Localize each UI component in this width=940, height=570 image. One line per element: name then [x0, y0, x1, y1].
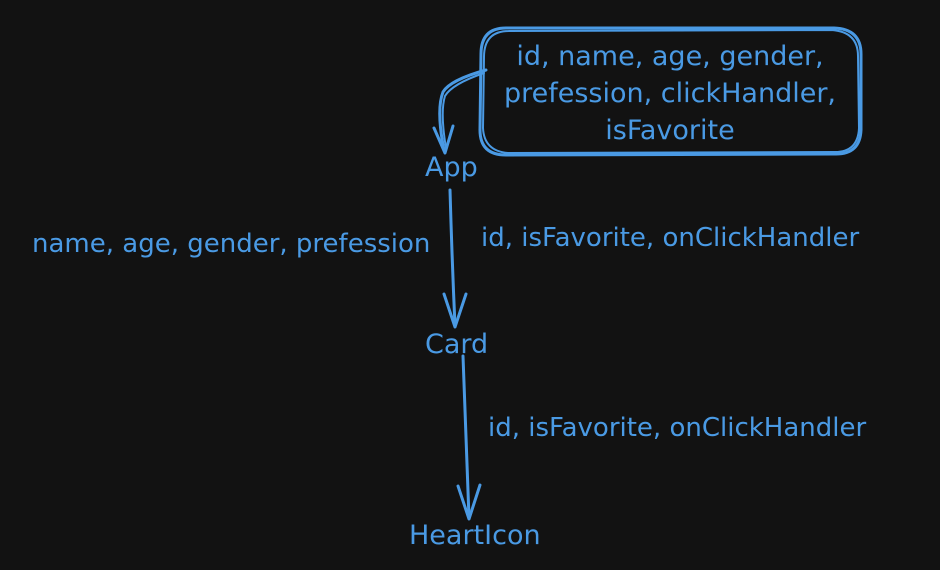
- node-hearticon: HeartIcon: [409, 520, 541, 551]
- edge-label-card-heart: id, isFavorite, onClickHandler: [488, 413, 867, 443]
- note-to-app-arrowhead: [432, 124, 455, 155]
- card-to-heart-arrowhead: [456, 483, 482, 521]
- props-note: id, name, age, gender, prefession, click…: [482, 38, 858, 149]
- node-app: App: [425, 152, 478, 183]
- node-card: Card: [425, 329, 489, 360]
- note-to-app-connector-sketch: [441, 72, 485, 149]
- note-box-sketch-stroke: [482, 29, 860, 154]
- props-note-line: id, name, age, gender,: [516, 41, 824, 72]
- props-note-line: isFavorite: [605, 115, 735, 146]
- card-to-heart-arrow-line: [461, 354, 471, 520]
- note-to-app-connector: [438, 68, 488, 152]
- edge-label-app-card-left: name, age, gender, prefession: [32, 229, 431, 259]
- app-to-card-arrowhead: [442, 292, 468, 329]
- app-to-card-arrow-line: [448, 188, 457, 328]
- note-box: [478, 26, 863, 157]
- props-note-line: prefession, clickHandler,: [503, 78, 837, 109]
- edge-label-app-card-right: id, isFavorite, onClickHandler: [481, 223, 860, 253]
